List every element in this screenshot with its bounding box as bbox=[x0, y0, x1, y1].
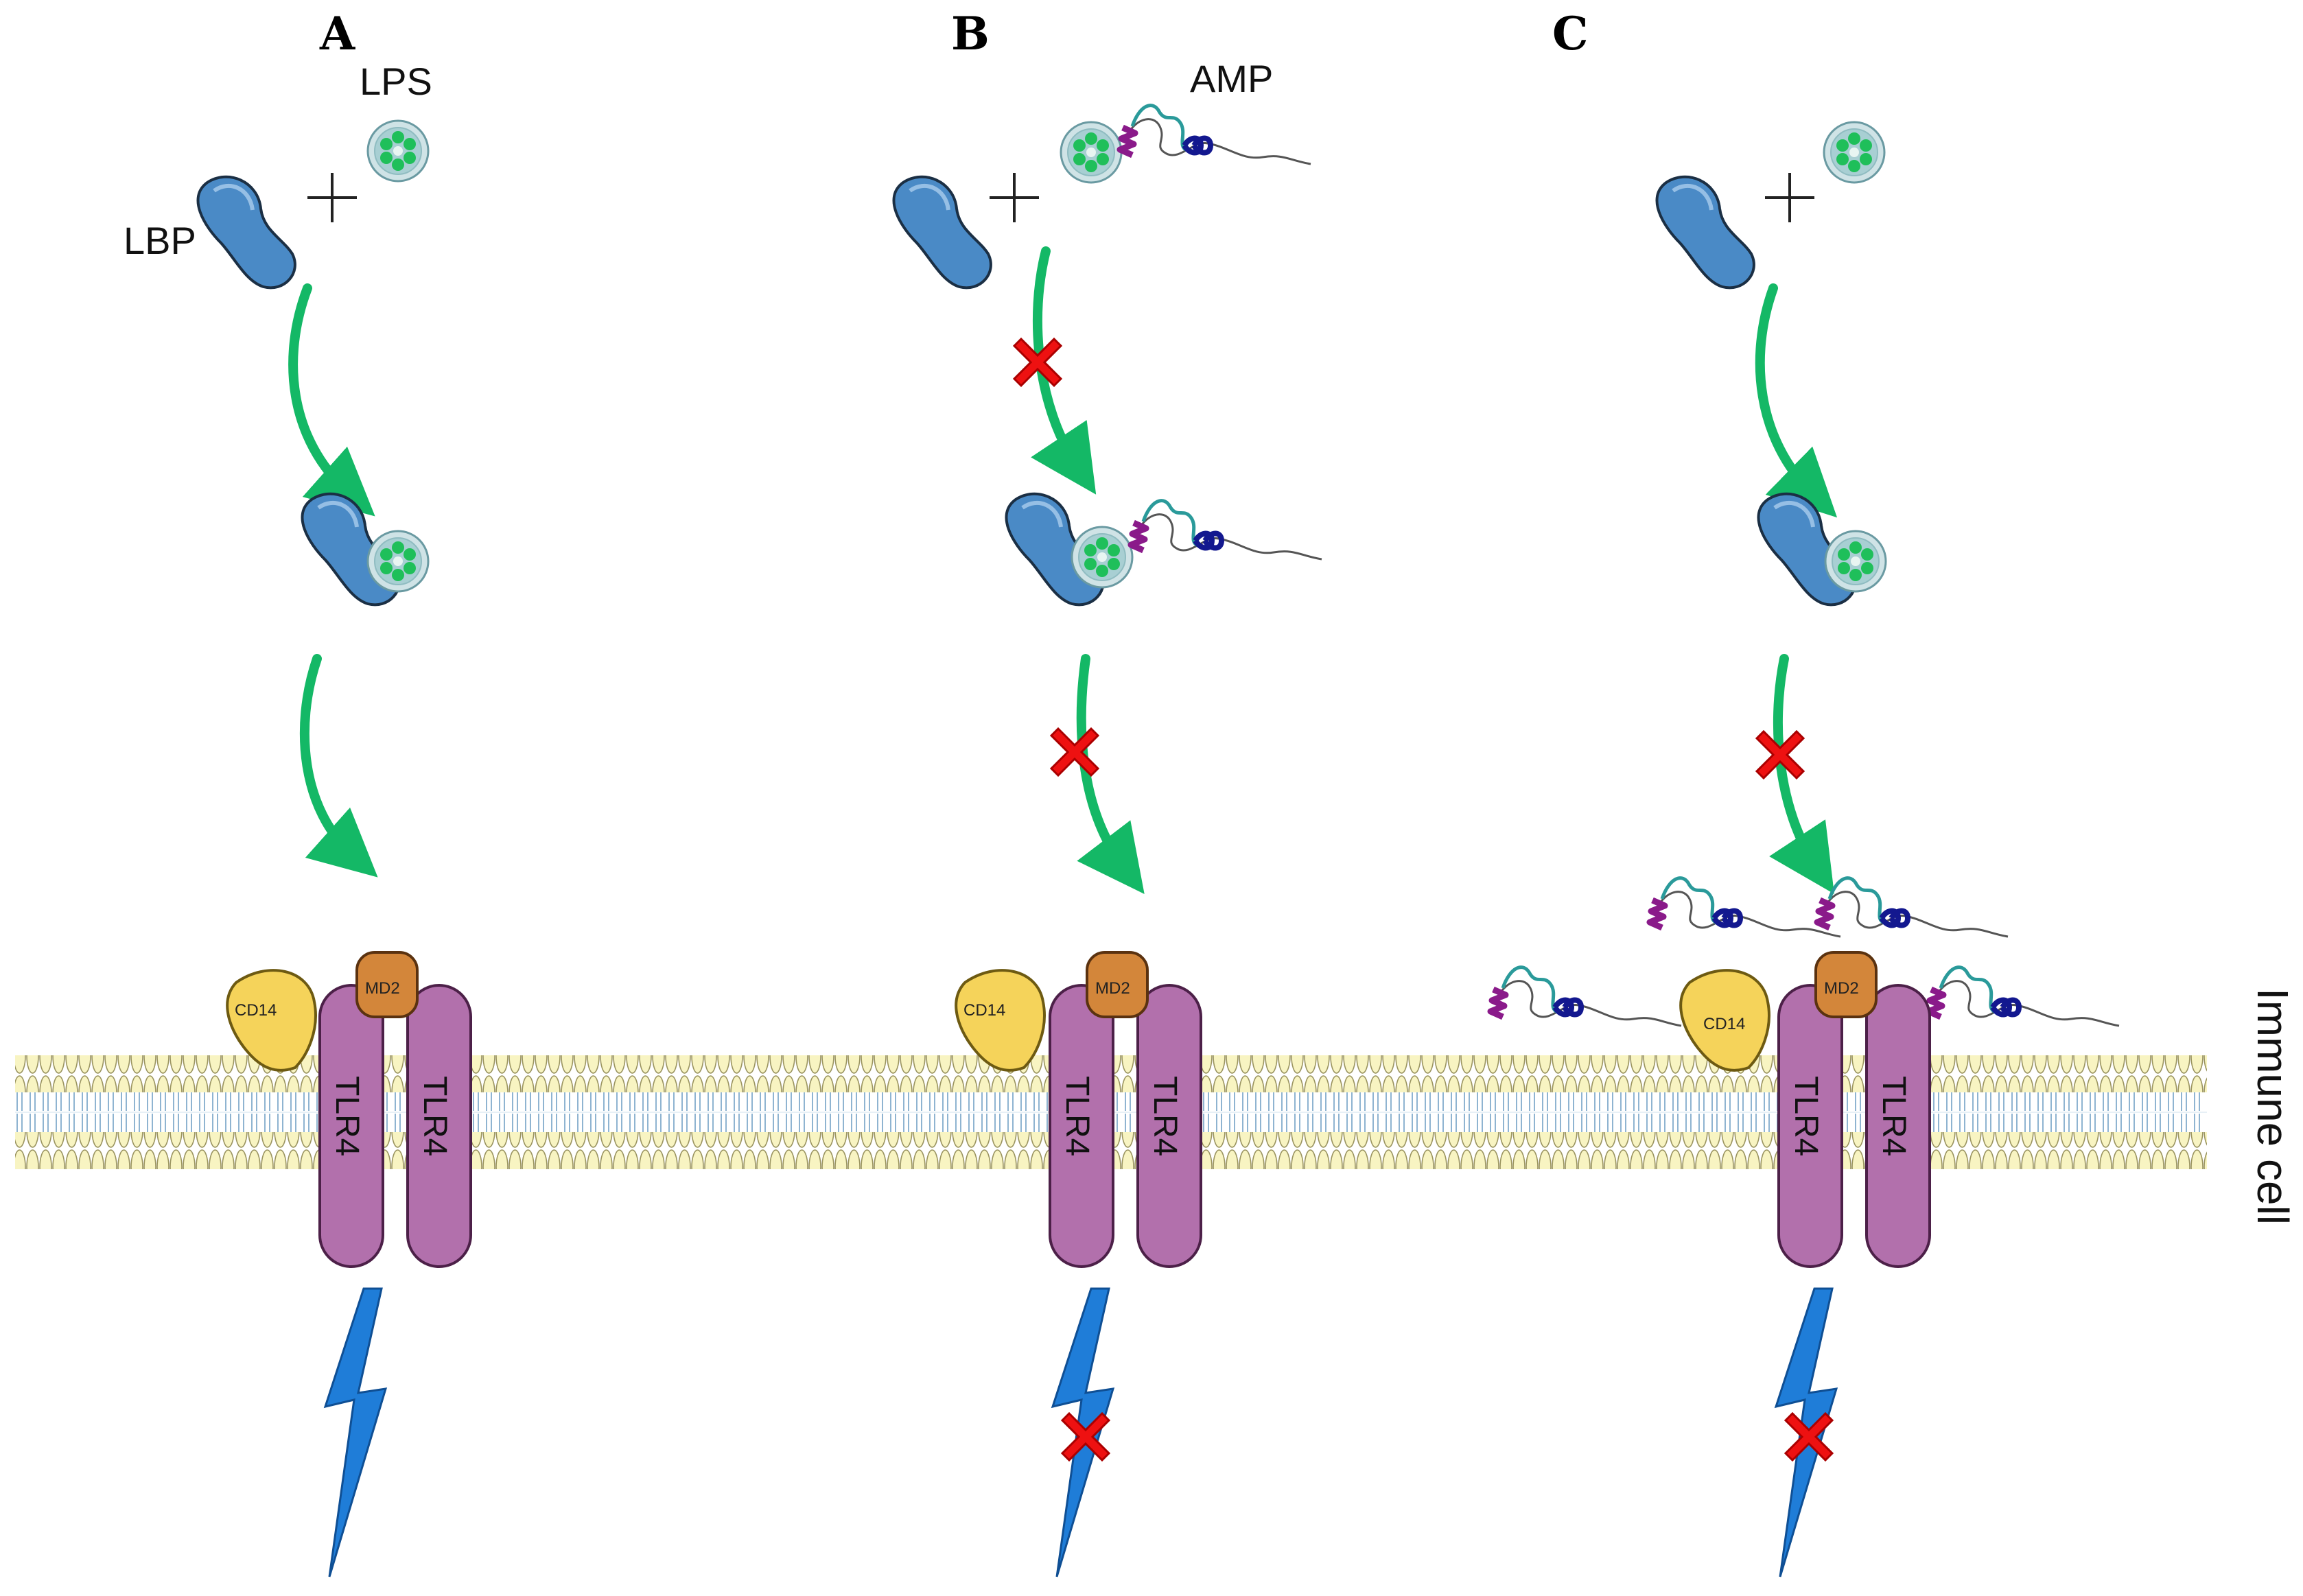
tlr4-label: TLR4 bbox=[1059, 1076, 1095, 1156]
lps-micelle-icon bbox=[1060, 121, 1123, 184]
amp-peptide-icon bbox=[1120, 106, 1311, 164]
cd14-label: CD14 bbox=[1703, 1015, 1745, 1033]
cd14-label: CD14 bbox=[235, 1001, 277, 1020]
lps-micelle-icon bbox=[1824, 530, 1887, 593]
panel-b: B AMP bbox=[894, 7, 1322, 894]
tlr4-right bbox=[1136, 984, 1202, 1268]
tlr4-label: TLR4 bbox=[1875, 1076, 1912, 1156]
tlr4-label: TLR4 bbox=[1788, 1076, 1824, 1156]
green-arrow-icon bbox=[1755, 283, 1838, 518]
tlr4-label: TLR4 bbox=[1147, 1076, 1183, 1156]
cd14-icon bbox=[955, 969, 1046, 1072]
receptor-complex-c: CD14 MD2 TLR4 TLR4 bbox=[1679, 951, 1931, 1578]
tlr4-right bbox=[1865, 984, 1931, 1268]
lbp-protein-icon bbox=[198, 177, 295, 288]
md2-icon bbox=[1086, 951, 1149, 1018]
tlr4-left bbox=[1777, 984, 1843, 1268]
tlr4-label: TLR4 bbox=[329, 1076, 365, 1156]
amp-peptide-icon bbox=[1131, 501, 1322, 559]
tlr4-left bbox=[318, 984, 384, 1268]
panel-letter-c: C bbox=[1552, 7, 1589, 60]
green-arrow-icon bbox=[299, 654, 378, 878]
green-arrow-icon bbox=[288, 283, 375, 517]
cd14-label: CD14 bbox=[963, 1001, 1005, 1020]
panel-a: A LPS LBP bbox=[124, 7, 432, 878]
lbp-label: LBP bbox=[124, 219, 196, 262]
amp-peptide-icon bbox=[1928, 967, 2119, 1026]
amp-label: AMP bbox=[1190, 57, 1273, 100]
panel-c: C bbox=[1490, 7, 2119, 1026]
panel-letter-a: A bbox=[319, 7, 355, 60]
membrane-label: Immune cell bbox=[2248, 988, 2298, 1225]
amp-peptide-icon bbox=[1490, 967, 1681, 1026]
md2-label: MD2 bbox=[1095, 979, 1130, 998]
green-arrow-icon bbox=[1769, 654, 1834, 894]
md2-label: MD2 bbox=[1824, 979, 1859, 998]
lbp-protein-icon bbox=[1657, 177, 1754, 288]
lps-micelle-icon bbox=[366, 119, 430, 183]
lightning-bolt-icon bbox=[324, 1287, 387, 1578]
plus-icon bbox=[306, 172, 358, 224]
amp-peptide-icon bbox=[1817, 878, 2008, 937]
lbp-protein-icon bbox=[894, 177, 991, 288]
tlr4-right bbox=[406, 984, 472, 1268]
md2-label: MD2 bbox=[365, 979, 400, 998]
receptor-complex-a: CD14 MD2 TLR4 TLR4 bbox=[226, 951, 472, 1578]
md2-icon bbox=[355, 951, 419, 1018]
receptor-complex-b: CD14 MD2 TLR4 TLR4 bbox=[955, 951, 1202, 1578]
lps-micelle-icon bbox=[366, 530, 430, 593]
panel-letter-b: B bbox=[951, 7, 990, 60]
lps-micelle-icon bbox=[1071, 526, 1134, 589]
red-x-icon bbox=[1050, 727, 1099, 777]
tlr4-left bbox=[1049, 984, 1114, 1268]
tlr4-label: TLR4 bbox=[417, 1076, 453, 1156]
cd14-icon bbox=[226, 969, 317, 1072]
cd14-icon bbox=[1679, 969, 1770, 1072]
lps-micelle-icon bbox=[1823, 121, 1886, 184]
amp-peptide-icon bbox=[1650, 878, 1840, 937]
md2-icon bbox=[1814, 951, 1878, 1018]
lps-label: LPS bbox=[360, 60, 432, 103]
plus-icon bbox=[988, 172, 1040, 224]
plus-icon bbox=[1764, 172, 1816, 224]
